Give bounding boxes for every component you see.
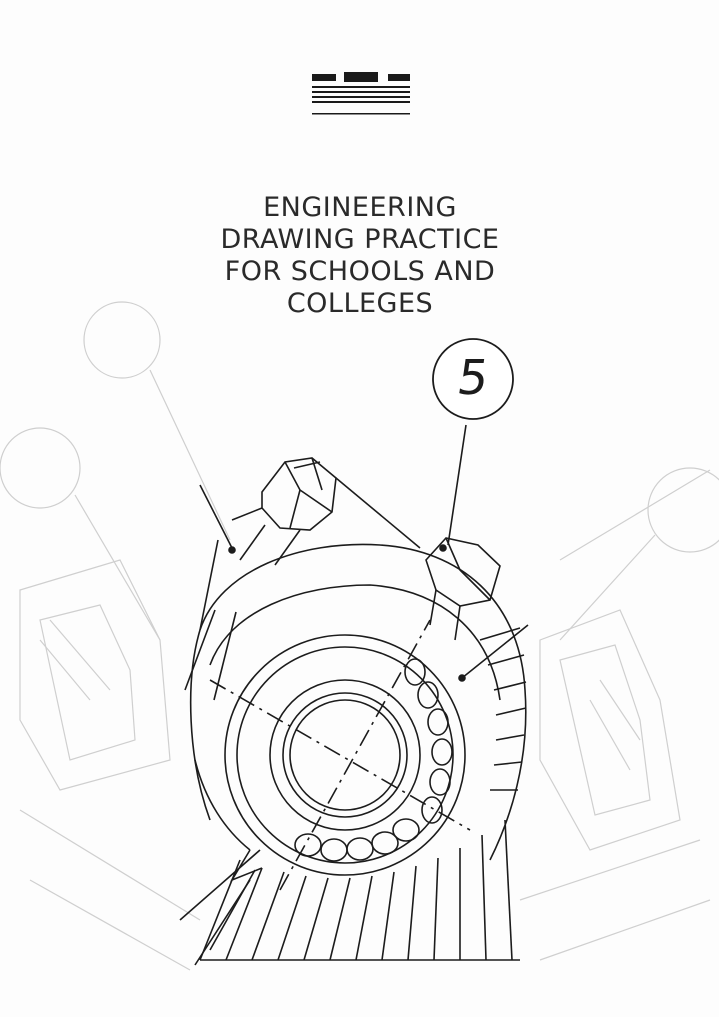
volume-number: 5 [453,350,493,406]
title-line-3: FOR SCHOOLS AND [224,256,496,287]
title-line-2: DRAWING PRACTICE [220,224,500,255]
bsi-logo-icon [312,72,410,115]
title-line-4: COLLEGES [286,288,434,319]
document-title: ENGINEERING DRAWING PRACTICE FOR SCHOOLS… [180,192,540,320]
title-line-1: ENGINEERING [263,192,457,223]
volume-balloon-icon [432,338,514,420]
